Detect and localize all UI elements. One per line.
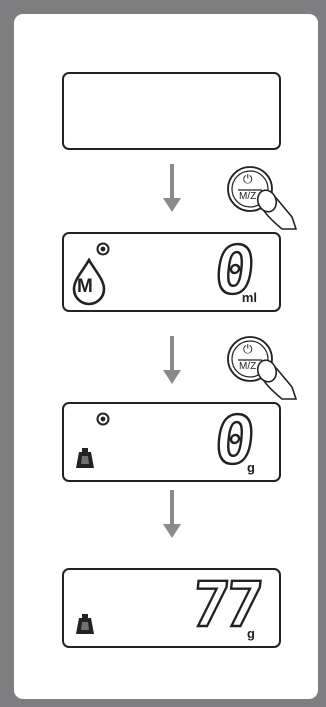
power-icon: ⏻ [243,172,253,187]
mz-label: M/Z [239,361,256,372]
power-icon: ⏻ [243,342,253,357]
unit-label: ml [242,290,257,305]
lcd-display-milk: M 0 ml [62,232,281,312]
unit-label: g [247,626,255,641]
power-mz-button-press[interactable]: ⏻ M/Z [222,159,317,235]
lcd-display-weight-value: 77 g [62,568,281,648]
weight-icon [76,448,94,468]
mz-label: M/Z [239,191,256,202]
lcd-display-weight-zero: 0 g [62,402,281,482]
down-arrow-icon [162,336,182,386]
weight-icon [76,614,94,634]
lcd-display-blank [62,72,281,150]
unit-label: g [247,460,255,475]
down-arrow-icon [162,490,182,540]
power-mz-button-press[interactable]: ⏻ M/Z [222,329,317,405]
drop-letter: M [77,276,93,298]
down-arrow-icon [162,164,182,214]
dot-indicator [96,242,110,256]
dot-indicator [96,412,110,426]
instruction-panel: ⏻ M/Z M 0 ml [14,14,318,699]
